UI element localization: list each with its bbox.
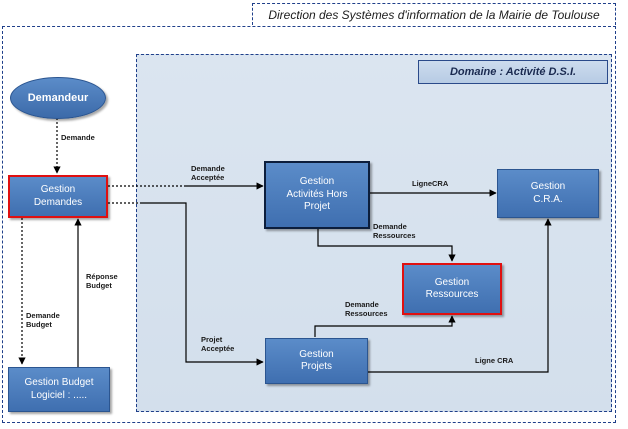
node-line: Logiciel : ..... [30,389,88,401]
label-line: Demande [26,311,60,320]
label-line: Ressources [373,231,416,241]
label-line: Demande [345,300,379,309]
label-line: Demande [191,164,225,173]
edge-label-demande: Demande [61,133,95,142]
label-line: Ressources [345,309,388,319]
node-line: Ressources [425,289,479,300]
diagram-title: Direction des Systèmes d'information de … [252,3,616,25]
node-gestion-cra: Gestion C.R.A. [497,169,599,218]
label-line: Demande [373,222,407,231]
node-gestion-projets: Gestion Projets [265,338,368,384]
edge-ligne-cra-2 [368,218,552,373]
node-line: C.R.A. [533,193,563,205]
node-line: Gestion Budget [24,377,94,388]
edge-label-projet-acceptee: Projet Acceptée [201,335,234,354]
node-gestion-activites: Gestion Activités Hors Projet [264,161,370,229]
label-line: Réponse [86,272,118,281]
node-gestion-demandes: Gestion Demandes [8,175,108,218]
edge-projet-acceptee [140,202,264,366]
edge-label-ligne-cra-2: Ligne CRA [475,356,514,365]
node-line: Gestion [530,181,566,192]
edge-label-demande-budget: Demande Budget [26,311,60,330]
node-line: Gestion [434,276,470,288]
node-gestion-ressources: Gestion Ressources [402,263,502,315]
node-line: Gestion [299,176,335,188]
domain-area [136,54,612,412]
node-line: Demandes [33,196,83,208]
node-line: Projet [303,201,331,213]
edge-label-reponse-budget: Réponse Budget [86,272,118,291]
label-line: Acceptée [191,173,225,183]
node-line: Gestion [40,184,76,195]
outer-frame [2,26,616,423]
edge-demande-ressources-2 [314,315,456,337]
domain-label: Domaine : Activité D.S.I. [418,60,608,84]
node-gestion-budget: Gestion Budget Logiciel : ..... [8,367,110,412]
edge-label-demande-ressources-1: Demande Ressources [373,222,416,241]
label-line: Projet [201,335,223,344]
node-demandeur: Demandeur [10,77,106,119]
edge-label-demande-acceptee: Demande Acceptée [191,164,225,183]
label-line: Budget [86,281,112,291]
edge-demande-ressources-1 [317,229,456,262]
edge-label-ligne-cra-1: LigneCRA [412,179,449,188]
label-line: Budget [26,320,52,330]
node-line: Gestion [299,348,334,360]
node-line: Projets [300,361,333,372]
edge-label-demande-ressources-2: Demande Ressources [345,300,388,319]
label-line: Acceptée [201,344,235,354]
node-line: Activités Hors [286,188,348,200]
